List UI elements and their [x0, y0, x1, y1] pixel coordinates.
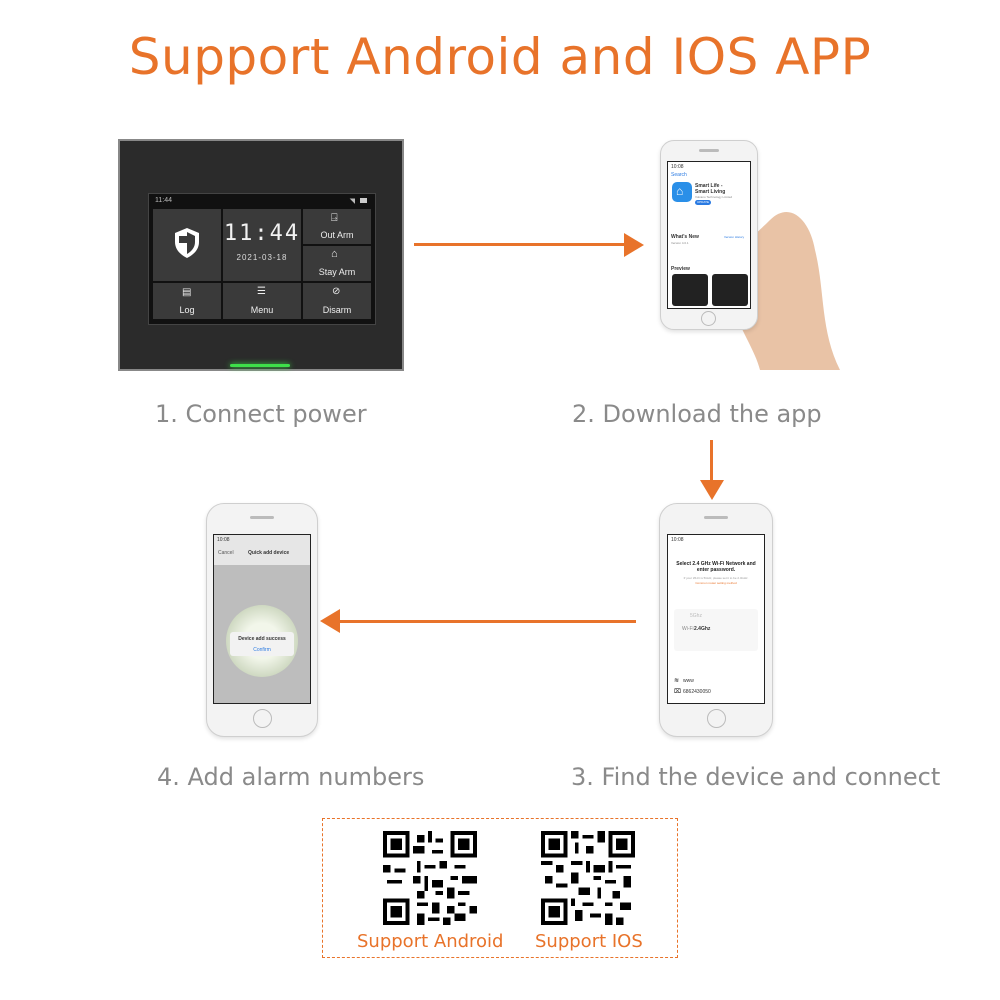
menu-tile[interactable]: ☰ Menu	[223, 283, 301, 319]
arrow-right	[414, 243, 626, 246]
arrow-down-head	[700, 480, 724, 500]
support-android-label: Support Android	[357, 931, 504, 952]
preview-heading: Preview	[671, 266, 690, 272]
alarm-panel-device: 11:44 ◥ 11:44 2021-03-18 ⍈ Out Arm ⌂ Sta…	[118, 139, 404, 371]
log-icon: ▤	[182, 287, 192, 298]
wifi-icon: ◥	[349, 198, 355, 205]
clock-tile: 11:44 2021-03-18	[223, 209, 301, 281]
success-dialog: Device add success Confirm	[230, 632, 294, 656]
router-link[interactable]: Common router setting method	[695, 581, 737, 585]
app-name: Smart Life -	[695, 183, 723, 189]
wifi-row-1[interactable]: www	[683, 678, 694, 684]
confirm-button[interactable]: Confirm	[253, 647, 271, 653]
success-header	[214, 535, 310, 565]
appstore-screen: 10:08 Search ⌂ Smart Life - Smart Living…	[667, 161, 751, 309]
home-button	[253, 709, 272, 728]
panel-status-bar: 11:44 ◥	[155, 197, 369, 207]
appstore-time: 10:08	[671, 164, 684, 170]
get-button[interactable]: UPDATE	[695, 200, 711, 205]
qr-code-box: Support Android Support IOS	[322, 818, 678, 958]
disarm-tile[interactable]: ⊘ Disarm	[303, 283, 371, 319]
success-time: 10:08	[217, 537, 230, 543]
phone-speaker	[250, 516, 274, 519]
panel-screen: 11:44 ◥ 11:44 2021-03-18 ⍈ Out Arm ⌂ Sta…	[148, 193, 376, 325]
cancel-link[interactable]: Cancel	[218, 550, 234, 556]
version: Version 4.0.1	[671, 241, 689, 245]
appstore-back[interactable]: Search	[671, 172, 687, 178]
wifi-row-icon: ≋	[674, 678, 680, 684]
quick-add-title: Quick add device	[248, 550, 290, 556]
version-history[interactable]: Version History	[724, 235, 745, 239]
shield-tile[interactable]	[153, 209, 221, 281]
home-button	[701, 311, 716, 326]
wifi-subtext: If your Wi-Fi is 5GHz, please set it to …	[683, 576, 749, 580]
disarm-label: Disarm	[322, 305, 352, 315]
battery-icon	[360, 198, 367, 203]
phone-speaker	[699, 149, 719, 152]
arrow-right-head	[624, 233, 644, 257]
dialog-title: Device add success	[238, 636, 286, 642]
smart-life-icon: ⌂	[672, 182, 692, 202]
phone-speaker	[704, 516, 728, 519]
support-ios-label: Support IOS	[535, 931, 643, 952]
network-list-card: 5Ghz Wi-Fi 2.4Ghz	[674, 609, 758, 651]
shield-icon	[175, 228, 199, 258]
lock-icon: ⌧	[674, 689, 681, 695]
menu-label: Menu	[250, 305, 274, 315]
whats-new: What's New	[671, 234, 699, 240]
step-3-label: 3. Find the device and connect	[571, 763, 941, 791]
wifi-setup-phone: 10:08 Select 2.4 GHz Wi-Fi Network and e…	[659, 503, 773, 737]
preview-screenshot-2	[712, 274, 748, 306]
menu-icon: ☰	[257, 286, 266, 297]
arrow-down	[710, 440, 713, 482]
preview-screenshot	[672, 274, 708, 306]
stay-arm-label: Stay Arm	[318, 267, 356, 277]
selected-network[interactable]: 2.4Ghz	[694, 626, 711, 632]
wifi-screen: 10:08 Select 2.4 GHz Wi-Fi Network and e…	[667, 534, 765, 704]
stay-arm-tile[interactable]: ⌂ Stay Arm	[303, 246, 371, 281]
android-qr-code[interactable]	[383, 831, 477, 925]
appstore-phone: 10:08 Search ⌂ Smart Life - Smart Living…	[660, 140, 758, 330]
arrow-left-head	[320, 609, 340, 633]
other-network[interactable]: 5Ghz	[690, 613, 702, 619]
out-arm-label: Out Arm	[320, 230, 354, 240]
wifi-heading: Select 2.4 GHz Wi-Fi Network and enter p…	[676, 561, 756, 573]
panel-status-time: 11:44	[155, 197, 172, 204]
log-label: Log	[179, 305, 195, 315]
log-tile[interactable]: ▤ Log	[153, 283, 221, 319]
page-title: Support Android and IOS APP	[128, 28, 872, 86]
home-button	[707, 709, 726, 728]
success-phone: 10:08 Cancel Quick add device Device add…	[206, 503, 318, 737]
app-name-2: Smart Living	[695, 189, 726, 195]
panel-date: 2021-03-18	[236, 253, 288, 262]
home-icon: ⌂	[331, 248, 338, 260]
step-1-label: 1. Connect power	[155, 400, 367, 428]
disarm-icon: ⊘	[332, 286, 341, 297]
out-arm-tile[interactable]: ⍈ Out Arm	[303, 209, 371, 244]
panel-clock: 11:44	[223, 221, 301, 246]
power-led	[230, 364, 290, 367]
wifi-row-2[interactable]: 6862430050	[683, 689, 711, 695]
arrow-left	[340, 620, 636, 623]
ios-qr-code[interactable]	[541, 831, 635, 925]
wifi-label: Wi-Fi	[682, 626, 694, 632]
app-developer: Volcano Technology Limited	[695, 195, 733, 199]
wifi-time: 10:08	[671, 537, 684, 543]
success-screen: 10:08 Cancel Quick add device Device add…	[213, 534, 311, 704]
step-2-label: 2. Download the app	[572, 400, 822, 428]
door-icon: ⍈	[331, 212, 338, 224]
step-4-label: 4. Add alarm numbers	[157, 763, 425, 791]
